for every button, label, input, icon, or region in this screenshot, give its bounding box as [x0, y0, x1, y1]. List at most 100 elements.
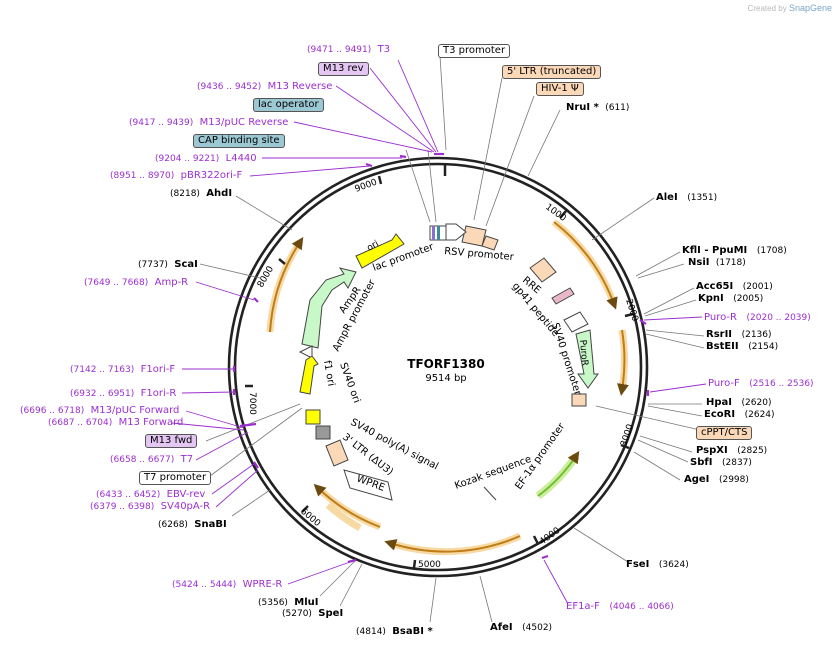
- primer-t7-name: T7: [180, 454, 194, 465]
- primer-sv40pa: (6379 .. 6398) SV40pA-R: [90, 501, 210, 513]
- site-nsii-pos: (1718): [715, 258, 746, 268]
- site-bsteii-name: BstEII: [706, 341, 739, 352]
- box-lac-operator: lac operator: [253, 98, 324, 112]
- primer-t7: (6658 .. 6677) T7: [110, 454, 193, 466]
- tick-8000: [278, 258, 286, 265]
- primer-t3-name: T3: [377, 44, 391, 55]
- pleader-ef1a: [543, 559, 569, 605]
- pleader-wpre: [287, 561, 351, 585]
- primer-pbr322-name: pBR322ori-F: [180, 170, 243, 181]
- primer-t7-pos: (6658 .. 6677): [110, 455, 175, 465]
- gp41-box: [551, 287, 575, 305]
- site-kfli-name: KflI - PpuMI: [682, 245, 748, 256]
- leader-rsrii: [645, 329, 705, 337]
- site-pspxi-pos: (2825): [737, 446, 768, 456]
- site-alei-pos: (1351): [687, 193, 718, 203]
- site-acc65i-name: Acc65I: [696, 281, 734, 292]
- orf-arc-e: [325, 502, 362, 532]
- kozak-mark: [483, 486, 497, 501]
- site-nrui: NruI * (611): [566, 102, 629, 114]
- primer-sv40pa-pos: (6379 .. 6398): [90, 502, 155, 512]
- box-t3-promoter: T3 promoter: [438, 44, 511, 58]
- primer-f1ori-r-name: F1ori-R: [140, 388, 177, 399]
- credit-prefix: Created by: [747, 4, 787, 13]
- site-hpai: HpaI (2620): [706, 397, 771, 409]
- site-snabi-pos: (6268): [158, 520, 188, 530]
- site-hpai-name: HpaI: [706, 397, 732, 408]
- tick-4000: [532, 535, 540, 545]
- leader-t3-promoter: [439, 55, 447, 151]
- site-fsei: FseI (3624): [626, 559, 689, 571]
- site-mlui-name: MluI: [294, 597, 319, 608]
- leader-lac-op: [427, 149, 437, 223]
- orf-arc-d-line: [313, 483, 381, 528]
- site-sbfi: SbfI (2837): [690, 457, 752, 469]
- sv40-ori-box: [305, 409, 321, 425]
- orf-arc-a-line: [553, 221, 618, 310]
- box-5ltr: 5' LTR (truncated): [502, 65, 602, 79]
- backbone-outer: [227, 156, 649, 578]
- primer-wpre-r-name: WPRE-R: [242, 579, 283, 590]
- primer-f1ori-f-name: F1ori-F: [140, 364, 176, 375]
- site-afei-name: AfeI: [490, 622, 513, 633]
- leader-snabi: [231, 489, 271, 517]
- primer-puro-r: Puro-R (2020 .. 2039): [704, 312, 811, 324]
- site-spei-name: SpeI: [318, 608, 344, 619]
- primer-puro-r-pos: (2020 .. 2039): [746, 313, 811, 323]
- plasmid-size: 9514 bp: [425, 373, 466, 384]
- puror-arrow: [575, 329, 599, 389]
- primer-puro-f-name: Puro-F: [708, 378, 740, 389]
- primer-f1ori-f: (7142 .. 7163) F1ori-F: [70, 364, 175, 376]
- tick-3000: [620, 443, 630, 450]
- site-nsii: NsiI (1718): [688, 257, 746, 269]
- leader-fsei: [573, 527, 629, 563]
- primer-pbr322: (8951 .. 8970) pBR322ori-F: [110, 170, 242, 182]
- site-rsrii-pos: (2136): [741, 330, 772, 340]
- credit-brand: SnapGene: [788, 3, 832, 13]
- primer-m13puc-forward: (6696 .. 6718) M13/pUC Forward: [20, 405, 179, 417]
- primer-t3: (9471 .. 9491) T3: [307, 44, 390, 56]
- inner-features: [298, 223, 599, 501]
- site-sbfi-name: SbfI: [690, 457, 713, 468]
- rsv-small-box: [481, 235, 499, 251]
- site-spei: (5270) SpeI: [282, 608, 343, 620]
- site-kpni: KpnI (2005): [698, 293, 763, 305]
- mark-ampr-primer: [253, 297, 259, 303]
- box-cap-site: CAP binding site: [193, 134, 285, 148]
- ltr3-box: [325, 439, 349, 467]
- leader-ahdi: [235, 195, 293, 231]
- site-acc65i: Acc65I (2001): [696, 281, 773, 293]
- site-afei: AfeI (4502): [490, 622, 552, 634]
- pleader-puro-r: [643, 316, 703, 321]
- leader-acc65i: [643, 287, 695, 315]
- box-m13-fwd: M13 fwd: [145, 434, 198, 448]
- box-m13-rev: M13 rev: [318, 62, 369, 76]
- orf-arc-b-line: [617, 329, 629, 396]
- primer-f1ori-f-pos: (7142 .. 7163): [70, 365, 135, 375]
- primer-puro-f: Puro-F (2516 .. 2536): [708, 378, 814, 390]
- primer-t3-pos: (9471 .. 9491): [307, 45, 372, 55]
- tick-5000: [412, 559, 417, 569]
- label-rsv-promoter: RSV promoter: [444, 246, 515, 263]
- tick-label-5000: 5000: [418, 560, 441, 570]
- plasmid-name: TFORF1380: [407, 357, 484, 371]
- pleader-ebv: [211, 463, 255, 495]
- leader-mlui: [319, 559, 357, 597]
- tick-label-7000: 7000: [247, 392, 257, 415]
- primer-m13-reverse-pos: (9436 .. 9452): [197, 82, 262, 92]
- site-alei-name: AleI: [656, 192, 678, 203]
- site-pspxi: PspXI (2825): [696, 445, 767, 457]
- mark-m13-fwd: [239, 422, 257, 428]
- mark-pbr322: [365, 162, 373, 168]
- primer-l4440-pos: (9204 .. 9221): [155, 154, 220, 164]
- primer-puro-r-name: Puro-R: [704, 312, 737, 323]
- primer-m13-forward-name: M13 Forward: [118, 417, 184, 428]
- primer-wpre-r-pos: (5424 .. 5444): [172, 580, 237, 590]
- site-kfli-pos: (1708): [756, 246, 787, 256]
- leader-kpni: [644, 299, 697, 317]
- ef1a-arc: [537, 451, 580, 497]
- pleader-ampr: [195, 281, 255, 301]
- mark-puro-r: [639, 319, 647, 325]
- site-ecori: EcoRI (2624): [704, 409, 775, 421]
- primer-m13puc-reverse: (9417 .. 9439) M13/pUC Reverse: [129, 117, 288, 129]
